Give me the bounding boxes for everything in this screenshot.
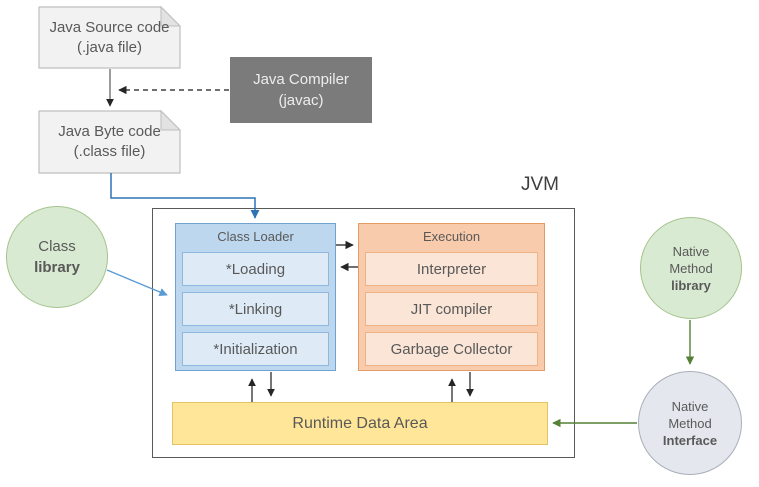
execution-jit-compiler-node: JIT compiler	[365, 292, 538, 326]
runtime-data-area-label: Runtime Data Area	[292, 414, 428, 432]
java-bytecode-label-line1: Java Byte code	[58, 123, 161, 140]
execution-node: Execution Interpreter JIT compiler Garba…	[358, 223, 545, 371]
jvm-title: JVM	[521, 174, 559, 195]
class-loader-linking-node: *Linking	[182, 292, 329, 326]
class-library-label-line2: library	[34, 259, 80, 276]
class-library-node: Class library	[6, 206, 108, 308]
java-compiler-label-line1: Java Compiler	[253, 71, 349, 88]
java-source-node: Java Source code (.java file)	[39, 7, 180, 68]
jvm-container	[152, 208, 575, 458]
java-compiler-label-line2: (javac)	[278, 92, 324, 109]
java-compiler-node: Java Compiler (javac)	[230, 57, 372, 123]
native-method-interface-label-line3: Interface	[662, 432, 718, 448]
java-bytecode-label-line2: (.class file)	[73, 143, 146, 160]
native-method-interface-node: Native Method Interface	[638, 371, 742, 475]
class-library-label-line1: Class	[38, 238, 76, 255]
native-method-interface-label-line2: Method	[668, 415, 712, 431]
native-method-interface-label-line1: Native	[671, 398, 709, 414]
class-loader-title: Class Loader	[217, 229, 294, 244]
native-method-library-label-line1: Native	[672, 243, 710, 259]
runtime-data-area-node: Runtime Data Area	[172, 402, 548, 445]
java-bytecode-node: Java Byte code (.class file)	[39, 111, 180, 173]
java-source-label-line2: (.java file)	[76, 38, 143, 56]
execution-garbage-collector-node: Garbage Collector	[365, 332, 538, 366]
java-source-label-line1: Java Source code	[49, 18, 170, 36]
class-loader-node: Class Loader *Loading *Linking *Initiali…	[175, 223, 336, 371]
execution-title: Execution	[422, 229, 481, 244]
native-method-library-label-line2: Method	[669, 260, 713, 276]
class-loader-loading-node: *Loading	[182, 252, 329, 286]
execution-interpreter-node: Interpreter	[365, 252, 538, 286]
class-loader-initialization-node: *Initialization	[182, 332, 329, 366]
native-method-library-label-line3: library	[671, 277, 711, 293]
native-method-library-node: Native Method library	[640, 217, 742, 319]
